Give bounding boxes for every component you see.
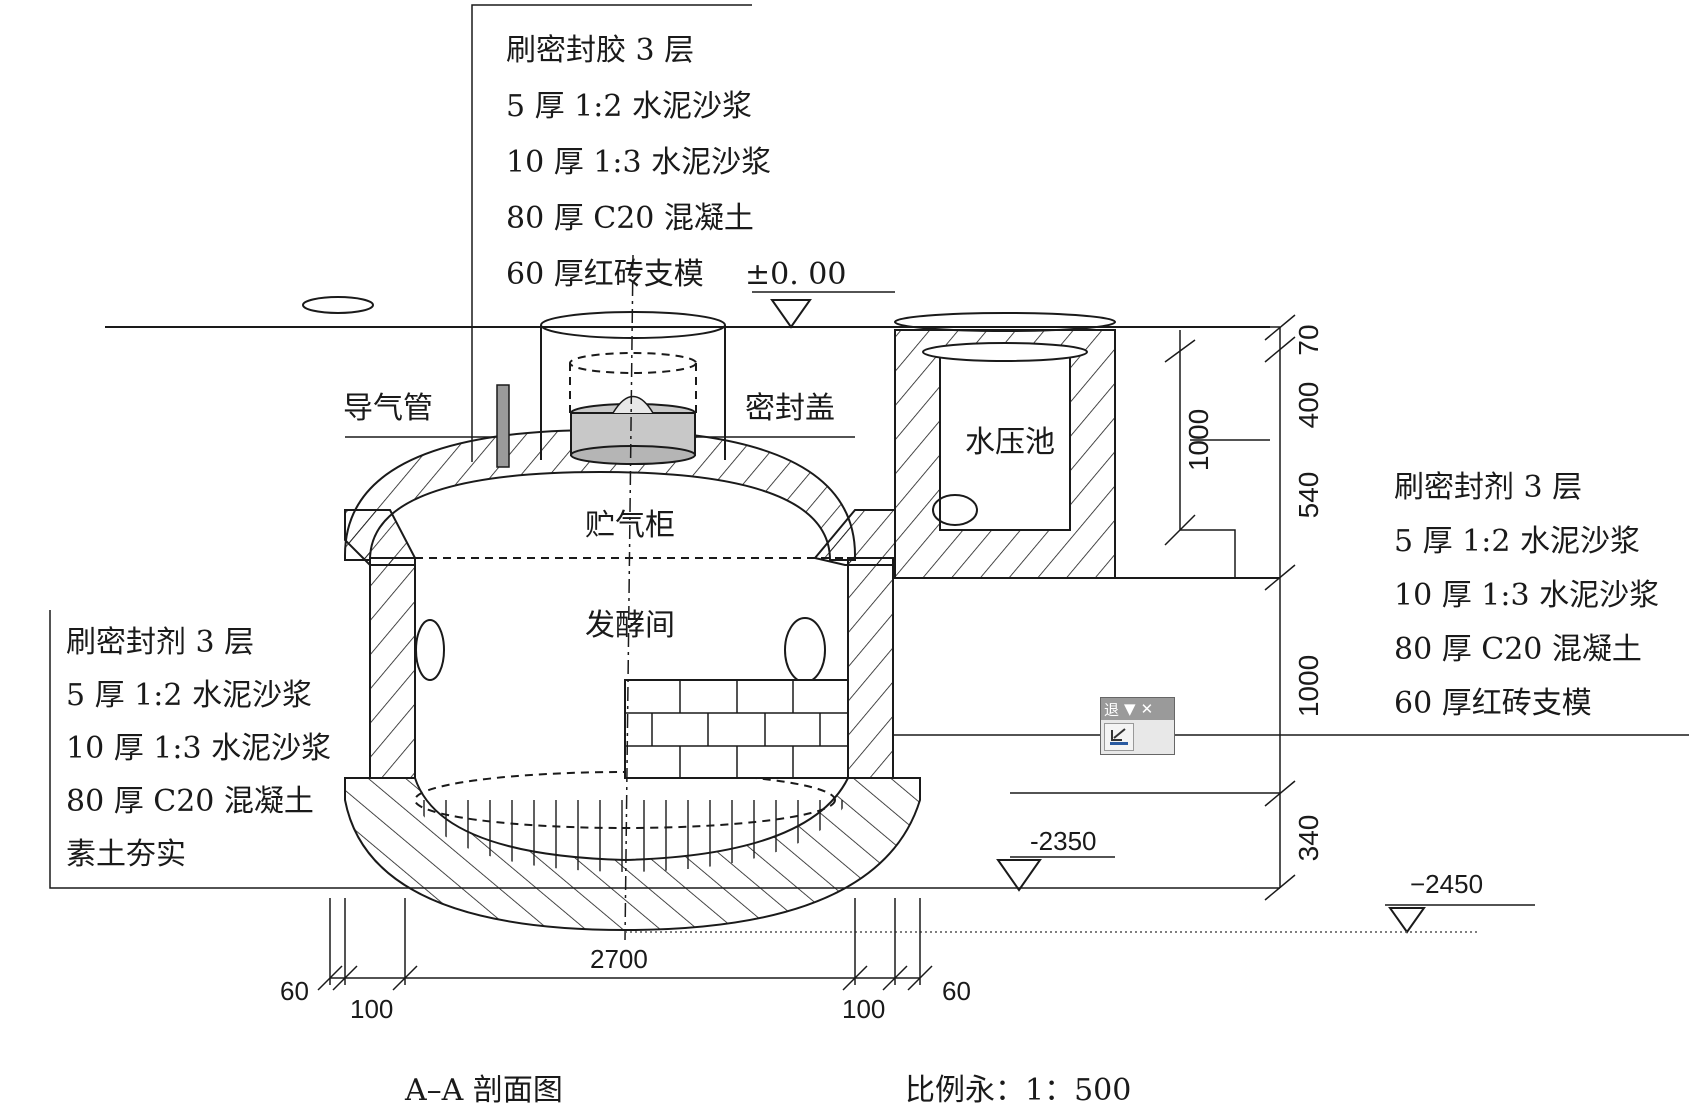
gas-pipe-label: 导气管 <box>343 391 433 426</box>
tank-dim-tick-top <box>1164 339 1196 363</box>
bottom-dimensions: 60 100 2700 100 60 <box>280 898 971 1024</box>
fermentation-room-label: 发酵间 <box>585 608 675 643</box>
ground-marker-ellipse <box>302 296 374 314</box>
dim-540: 540 <box>1293 472 1324 519</box>
dim-1000: 1000 <box>1293 655 1324 717</box>
level-minus2350: -2350 <box>996 826 1115 892</box>
top-note-3: 10 厚 1:3 水泥沙浆 <box>506 145 771 180</box>
dim-tick-0 <box>1264 314 1296 341</box>
top-note-2: 5 厚 1:2 水泥沙浆 <box>506 89 752 124</box>
right-wall <box>847 557 894 779</box>
left-note-1: 刷密封剂 3 层 <box>66 625 254 660</box>
right-note-4: 80 厚 C20 混凝土 <box>1394 632 1642 667</box>
toolbar-title-bar[interactable]: 退 ▼ ✕ <box>1101 698 1174 720</box>
dim-left-100: 100 <box>350 994 393 1024</box>
left-note-3: 10 厚 1:3 水泥沙浆 <box>66 731 331 766</box>
dim-1000-tank: 1000 <box>1183 409 1214 471</box>
top-notes: 刷密封胶 3 层 5 厚 1:2 水泥沙浆 10 厚 1:3 水泥沙浆 80 厚… <box>506 33 846 292</box>
right-opening <box>784 617 826 683</box>
left-wall <box>369 557 416 779</box>
tank-dim-tick-bottom <box>1164 514 1196 546</box>
level-zero-symbol <box>770 299 812 329</box>
left-note-4: 80 厚 C20 混凝土 <box>66 784 314 819</box>
vertical-dimensions: 70 400 1000 540 1000 340 <box>1183 324 1324 861</box>
center-line <box>624 254 634 941</box>
draw-arrow-icon <box>1110 728 1128 745</box>
level-minus2450-label: −2450 <box>1410 869 1483 899</box>
right-notes: 刷密封剂 3 层 5 厚 1:2 水泥沙浆 10 厚 1:3 水泥沙浆 80 厚… <box>1394 470 1659 721</box>
floating-toolbar[interactable]: 退 ▼ ✕ <box>1100 697 1175 755</box>
left-opening <box>415 619 445 681</box>
seal-cover <box>570 395 696 465</box>
top-notes-leader <box>471 4 752 462</box>
dim-70: 70 <box>1293 324 1324 355</box>
water-pressure-tank <box>894 312 1116 579</box>
gas-storage-label: 贮气柜 <box>585 508 675 543</box>
gas-pipe <box>496 384 510 468</box>
dim-right-100: 100 <box>842 994 885 1024</box>
neck <box>540 311 726 460</box>
right-note-1: 刷密封剂 3 层 <box>1394 470 1582 505</box>
right-note-2: 5 厚 1:2 水泥沙浆 <box>1394 524 1640 559</box>
dropdown-arrow-icon[interactable]: ▼ <box>1124 700 1136 718</box>
close-icon[interactable]: ✕ <box>1140 700 1154 718</box>
left-notes-leader <box>49 610 1280 889</box>
dim-400: 400 <box>1293 382 1324 429</box>
component-labels: 导气管 密封盖 水压池 贮气柜 发酵间 <box>343 391 1055 643</box>
top-note-1: 刷密封胶 3 层 <box>506 33 694 68</box>
level-minus2450: −2450 <box>625 869 1535 934</box>
seal-cover-label: 密封盖 <box>745 391 835 426</box>
top-note-5: 60 厚红砖支模 <box>506 257 704 292</box>
dim-tick-540 <box>1264 564 1296 591</box>
dim-width-2700: 2700 <box>590 944 648 974</box>
dim-tick-70 <box>1264 336 1296 363</box>
level-minus2350-label: -2350 <box>1030 826 1097 856</box>
scale-label: 比例永：1：500 <box>905 1073 1131 1108</box>
brick-block <box>624 679 849 779</box>
dim-tick-1000 <box>1264 780 1296 807</box>
water-pressure-tank-label: 水压池 <box>965 425 1055 460</box>
level-zero-label: ±0. 00 <box>745 257 846 292</box>
left-note-5: 素土夯实 <box>66 837 186 872</box>
left-notes: 刷密封剂 3 层 5 厚 1:2 水泥沙浆 10 厚 1:3 水泥沙浆 80 厚… <box>66 625 331 872</box>
draw-tool-button[interactable] <box>1104 723 1134 751</box>
right-note-5: 60 厚红砖支模 <box>1394 686 1592 721</box>
section-title: A–A 剖面图 <box>404 1073 563 1108</box>
dim-left-60: 60 <box>280 976 309 1006</box>
left-note-2: 5 厚 1:2 水泥沙浆 <box>66 678 312 713</box>
dim-340: 340 <box>1293 815 1324 862</box>
toolbar-title: 退 <box>1104 700 1120 719</box>
top-note-4: 80 厚 C20 混凝土 <box>506 201 754 236</box>
tank-step <box>1180 529 1236 578</box>
dim-right-60: 60 <box>942 976 971 1006</box>
right-note-3: 10 厚 1:3 水泥沙浆 <box>1394 578 1659 613</box>
bottom-inner-hatch <box>415 800 848 872</box>
